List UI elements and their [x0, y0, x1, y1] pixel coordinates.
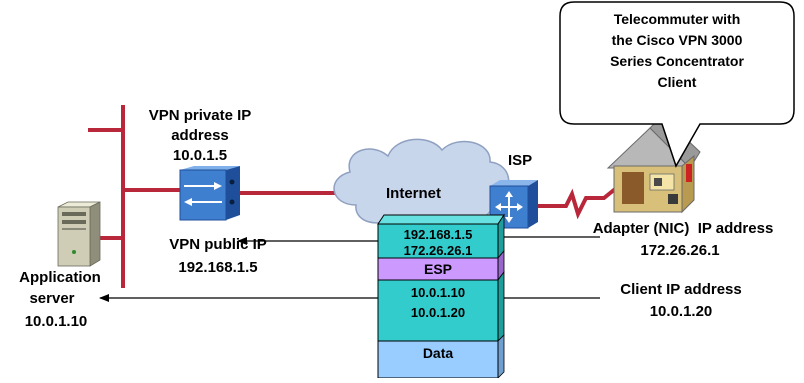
outer-header-dest: 172.26.26.1 [404, 243, 473, 258]
vpn-public-ip-line-1: VPN public IP [169, 236, 267, 253]
data-payload [377, 340, 499, 379]
outer-header-source: 192.168.1.5 [404, 227, 473, 242]
vpn-concentrator-icon [179, 166, 240, 221]
app-server-line-2: server [29, 290, 74, 307]
adapter-ip-line-1: Adapter (NIC) IP address [593, 220, 774, 237]
vpn-public-ip-label: VPN public IP 192.168.1.5 [169, 236, 267, 276]
packet-side-data [497, 334, 505, 379]
app-server-address: 10.0.1.10 [25, 313, 88, 330]
callout-line-1: Telecommuter with [614, 11, 741, 27]
packet-stack: 192.168.1.5 172.26.26.1 ESP 10.0.1.10 10… [377, 213, 505, 379]
callout-line-2: the Cisco VPN 3000 [612, 32, 743, 48]
app-server-line-1: Application [19, 269, 101, 286]
vpn-private-ip-label: VPN private IP address 10.0.1.5 [149, 107, 252, 164]
internet-label: Internet [386, 185, 441, 202]
vpn-public-ip-address: 192.168.1.5 [178, 259, 257, 276]
inner-header-source: 10.0.1.10 [411, 285, 465, 300]
client-ip-line-1: Client IP address [620, 281, 741, 298]
application-server-label: Application server 10.0.1.10 [19, 269, 101, 330]
vpn-private-ip-address: 10.0.1.5 [173, 147, 227, 164]
vpn-private-ip-line-1: VPN private IP [149, 107, 252, 124]
inner-ip-header [377, 279, 499, 342]
lan-backbone [88, 105, 180, 288]
inner-header-dest: 10.0.1.20 [411, 305, 465, 320]
data-label: Data [423, 345, 454, 361]
telecommuter-callout: Telecommuter with the Cisco VPN 3000 Ser… [559, 1, 795, 168]
house-icon [606, 115, 701, 214]
client-ip-label: Client IP address 10.0.1.20 [620, 281, 741, 320]
pointer-lines [99, 236, 600, 302]
wan-link [538, 183, 622, 220]
callout-line-4: Client [658, 74, 697, 90]
outer-ip-header [377, 223, 499, 259]
esp-label: ESP [424, 261, 452, 277]
adapter-ip-address: 172.26.26.1 [640, 242, 719, 259]
adapter-ip-label: Adapter (NIC) IP address 172.26.26.1 [593, 220, 774, 259]
callout-line-3: Series Concentrator [610, 53, 744, 69]
client-ip-address: 10.0.1.20 [650, 303, 713, 320]
isp-label: ISP [508, 152, 532, 169]
vpn-private-ip-line-2: address [171, 127, 229, 144]
packet-side-inner [497, 270, 505, 342]
server-icon [57, 201, 101, 267]
